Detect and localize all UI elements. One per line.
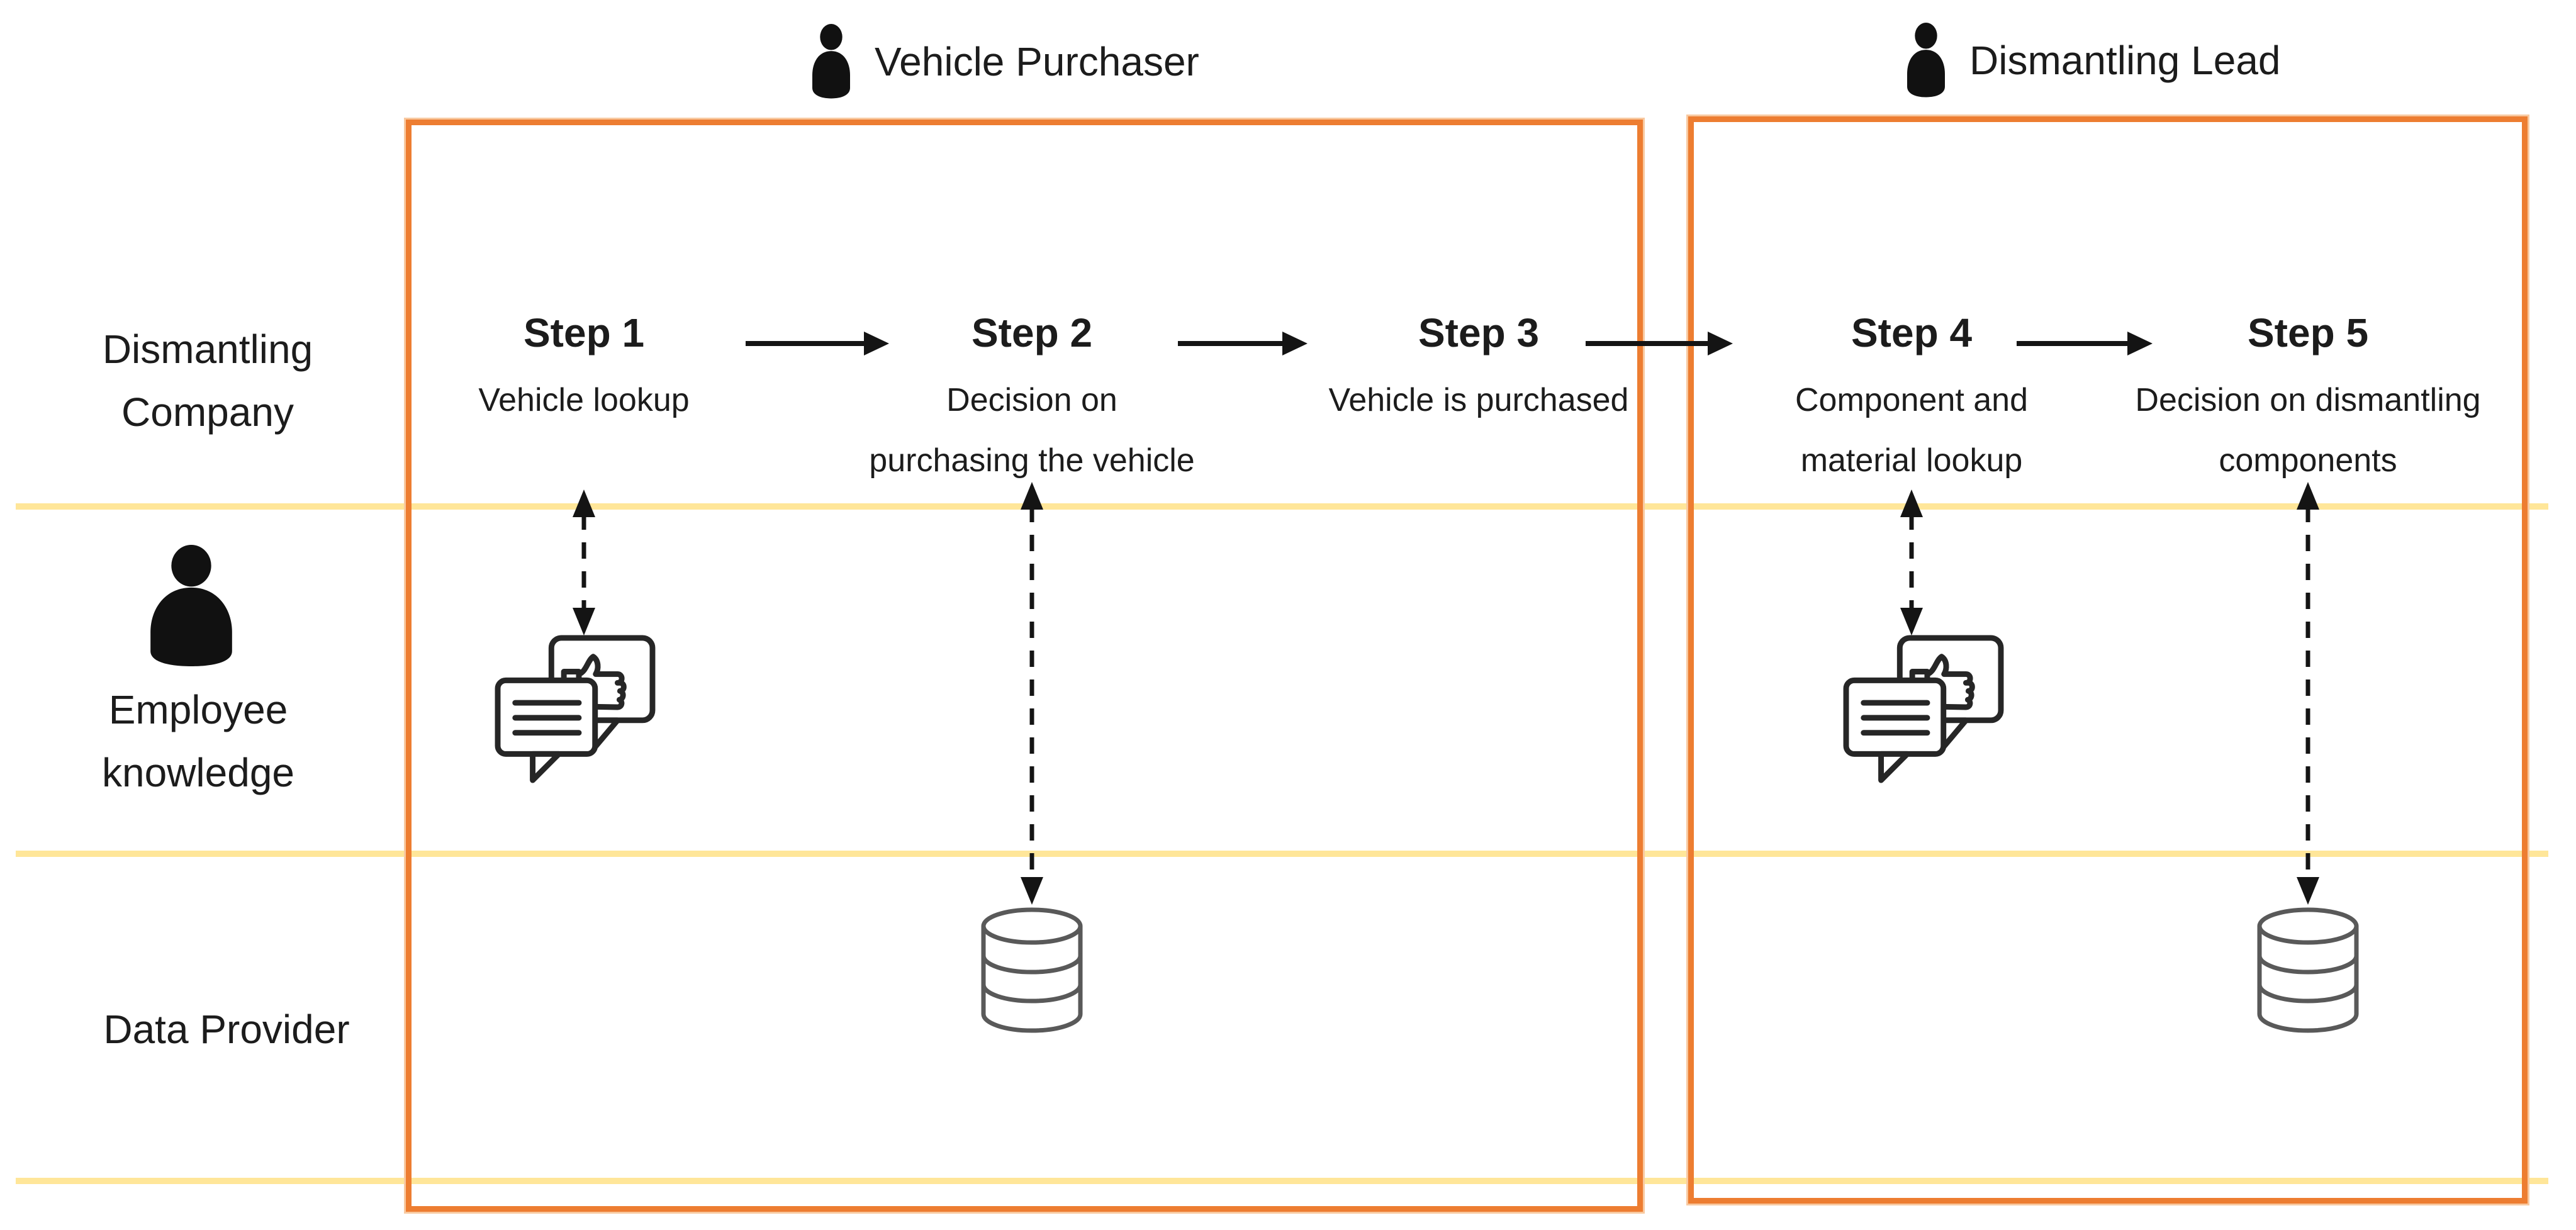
feedback-chat-thumbs-up-icon [494, 633, 656, 784]
dismantling-lead-phase-box [1688, 116, 2528, 1204]
step-1-subtitle: Vehicle lookup [364, 370, 804, 430]
flow-arrow-step2-step3 [1178, 332, 1308, 355]
subtitle-line: Decision on dismantling [2135, 382, 2481, 418]
step-3-title: Step 3 [1418, 310, 1540, 355]
lane-divider-middle [16, 851, 2548, 857]
lane-label-line: Dismantling [102, 327, 313, 372]
dashed-arrow-step2-data [1013, 482, 1051, 905]
step-2-subtitle: Decision on purchasing the vehicle [812, 370, 1252, 491]
lane-label-line: knowledge [102, 750, 294, 795]
step-3-subtitle: Vehicle is purchased [1258, 370, 1699, 430]
subtitle-line: components [2219, 442, 2397, 479]
flow-arrow-step3-step4 [1586, 332, 1733, 355]
subtitle-line: Decision on [946, 382, 1117, 418]
subtitle-line: purchasing the vehicle [869, 442, 1195, 479]
lane-label-line: Data Provider [103, 1007, 350, 1052]
person-icon [807, 24, 856, 99]
step-5-title: Step 5 [2247, 310, 2369, 355]
step-4-title: Step 4 [1851, 310, 1973, 355]
person-icon [1901, 23, 1951, 98]
lane-divider-top [16, 503, 2548, 510]
subtitle-line: material lookup [1800, 442, 2023, 479]
feedback-chat-thumbs-up-icon [1842, 633, 2005, 784]
subtitle-line: Vehicle lookup [478, 382, 690, 418]
flow-arrow-step1-step2 [746, 332, 889, 355]
header-vehicle-purchaser: Vehicle Purchaser [807, 24, 1199, 99]
header-label: Dismantling Lead [1969, 38, 2281, 83]
dashed-arrow-step1-knowledge [565, 489, 603, 635]
lane-label-data-provider: Data Provider [25, 998, 428, 1061]
lane-divider-bottom [16, 1178, 2548, 1184]
flow-arrow-step4-step5 [2017, 332, 2153, 355]
dashed-arrow-step4-knowledge [1893, 489, 1930, 635]
database-icon [978, 907, 1085, 1033]
lane-label-line: Employee [108, 687, 288, 732]
step-2-title: Step 2 [971, 310, 1093, 355]
lane-label-line: Company [121, 389, 294, 435]
lane-label-employee-knowledge: Employee knowledge [0, 678, 400, 804]
person-icon [143, 545, 239, 668]
lane-label-dismantling-company: Dismantling Company [6, 318, 409, 444]
header-label: Vehicle Purchaser [875, 39, 1199, 84]
subtitle-line: Component and [1795, 382, 2029, 418]
step-1-title: Step 1 [523, 310, 645, 355]
vehicle-purchaser-phase-box [406, 120, 1643, 1212]
database-icon [2254, 907, 2361, 1033]
dashed-arrow-step5-data [2289, 482, 2327, 905]
step-5-subtitle: Decision on dismantling components [2088, 370, 2528, 491]
header-dismantling-lead: Dismantling Lead [1901, 23, 2281, 98]
step-4-subtitle: Component and material lookup [1691, 370, 2132, 491]
subtitle-line: Vehicle is purchased [1328, 382, 1629, 418]
